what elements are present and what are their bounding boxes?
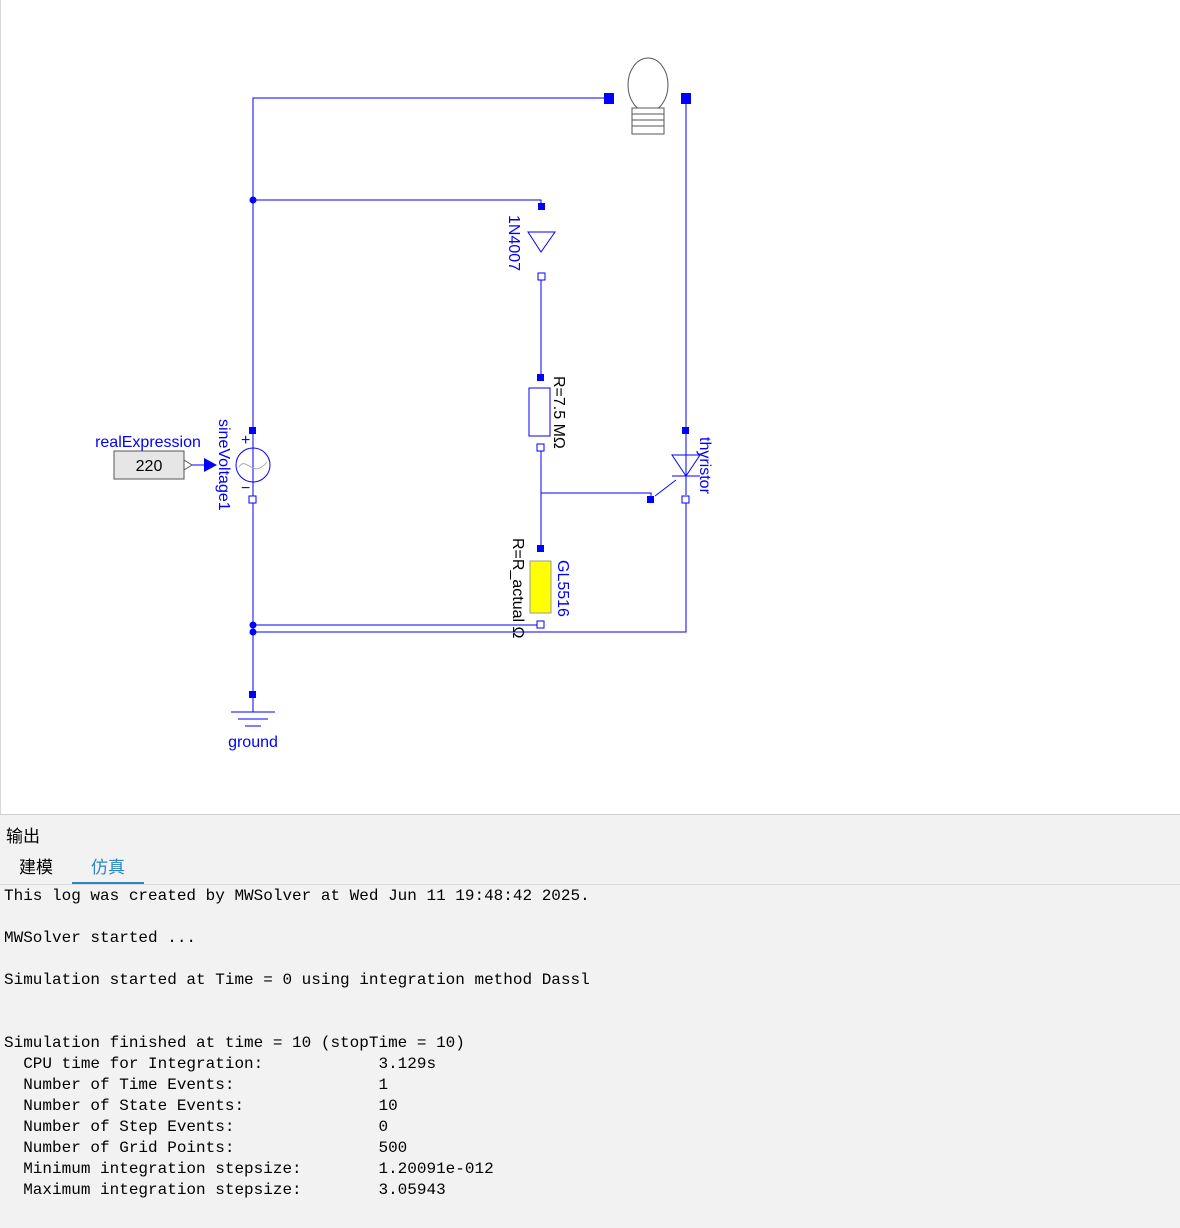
signal-arrow-icon (204, 458, 217, 472)
lamp-pin-left[interactable] (604, 93, 614, 104)
real-expression-label: realExpression (95, 434, 201, 451)
real-expression-value: 220 (136, 458, 163, 475)
diode-component[interactable]: 1N4007 (505, 203, 556, 281)
wires (252, 97, 687, 694)
tab-simulation[interactable]: 仿真 (72, 856, 144, 884)
diode-label: 1N4007 (505, 215, 522, 271)
ground-component[interactable]: ground (228, 691, 278, 751)
tab-modeling[interactable]: 建模 (19, 858, 53, 878)
lamp-component[interactable] (604, 57, 691, 135)
log-line: Number of State Events: 10 (4, 1097, 398, 1115)
sine-voltage-component[interactable]: + − sineVoltage1 (215, 419, 271, 511)
sine-voltage-pin-top[interactable] (249, 427, 256, 434)
circuit-diagram[interactable]: 1N4007 R=7.5 MΩ thyristor R=R_actual Ω (1, 0, 1180, 815)
real-expression-component[interactable]: 220 realExpression (95, 434, 217, 480)
ldr-name-label: GL5516 (554, 560, 571, 617)
log-line: Maximum integration stepsize: 3.05943 (4, 1181, 446, 1199)
junction-dot (249, 628, 257, 636)
thyristor-component[interactable]: thyristor (647, 427, 713, 504)
resistor-value-label: R=7.5 MΩ (550, 376, 567, 449)
diode-icon (527, 231, 556, 253)
ldr-value-label: R=R_actual Ω (509, 538, 526, 638)
lamp-pin-right[interactable] (681, 93, 691, 104)
log-line (4, 907, 1174, 928)
lamp-socket (631, 107, 665, 135)
minus-sign: − (241, 480, 250, 497)
ground-label: ground (228, 734, 278, 751)
wire-thyristor-return (253, 499, 687, 633)
resistor-pin-top[interactable] (537, 374, 544, 381)
thyristor-label: thyristor (696, 437, 713, 495)
log-line: Number of Step Events: 0 (4, 1118, 389, 1136)
ldr-body (529, 560, 552, 614)
ground-pin[interactable] (249, 691, 256, 698)
log-line: Number of Grid Points: 500 (4, 1139, 408, 1157)
resistor-component[interactable]: R=7.5 MΩ (528, 374, 567, 452)
wire-diode-branch (253, 199, 542, 206)
thyristor-gate-pin[interactable] (647, 496, 654, 503)
ldr-component[interactable]: R=R_actual Ω GL5516 (509, 538, 571, 638)
wire-gate (541, 492, 652, 499)
junction-dot (249, 621, 257, 629)
ground-icon (231, 711, 275, 727)
log-line (4, 1012, 1174, 1033)
log-line: This log was created by MWSolver at Wed … (4, 887, 590, 905)
diode-pin-top[interactable] (538, 203, 545, 210)
log-line: MWSolver started ... (4, 929, 197, 947)
log-line (4, 991, 1174, 1012)
thyristor-icon (671, 454, 701, 477)
junctions (249, 196, 257, 636)
sine-voltage-pin-bottom[interactable] (248, 495, 257, 504)
thyristor-pin-top[interactable] (682, 427, 689, 434)
log-line: Simulation finished at time = 10 (stopTi… (4, 1034, 465, 1052)
sine-voltage-label: sineVoltage1 (215, 419, 232, 511)
output-panel: 输出 建模 仿真 This log was created by MWSolve… (0, 816, 1180, 1228)
ldr-pin-bottom[interactable] (536, 620, 545, 629)
output-tab-bar: 建模 仿真 (0, 856, 1180, 885)
log-line: Simulation started at Time = 0 using int… (4, 971, 590, 989)
wire-top-lamp (252, 97, 608, 430)
log-line: CPU time for Integration: 3.129s (4, 1055, 437, 1073)
junction-dot (249, 196, 257, 204)
log-line (4, 949, 1174, 970)
real-expression-box[interactable] (113, 450, 185, 480)
bulb-icon (627, 57, 669, 113)
log-line: Minimum integration stepsize: 1.20091e-0… (4, 1160, 494, 1178)
diode-pin-bottom[interactable] (537, 272, 546, 281)
log-line: Number of Time Events: 1 (4, 1076, 389, 1094)
resistor-icon (528, 387, 551, 437)
diagram-canvas[interactable]: 1N4007 R=7.5 MΩ thyristor R=R_actual Ω (0, 0, 1180, 815)
ldr-pin-top[interactable] (537, 545, 544, 552)
resistor-pin-bottom[interactable] (536, 443, 545, 452)
simulation-log[interactable]: This log was created by MWSolver at Wed … (4, 886, 1174, 1226)
output-panel-title: 输出 (6, 827, 40, 847)
plus-sign: + (241, 432, 250, 449)
thyristor-pin-bottom[interactable] (681, 495, 690, 504)
